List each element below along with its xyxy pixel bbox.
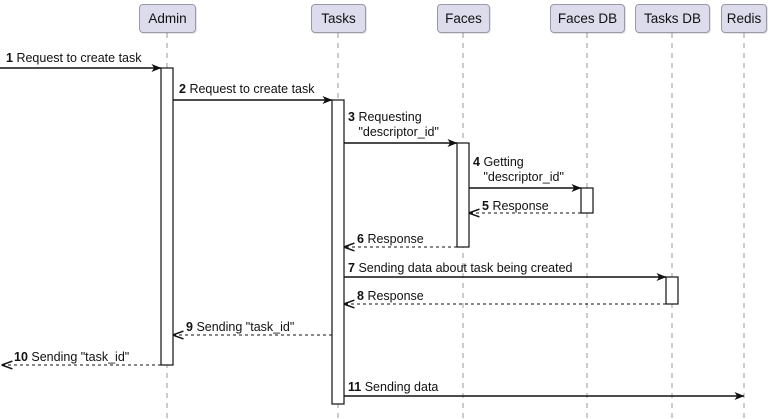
message-label-10: 10 Sending "task_id"	[14, 350, 129, 364]
participant-admin[interactable]: Admin	[139, 4, 196, 33]
message-sequence-number: 3	[348, 110, 355, 124]
message-text: Request to create task	[189, 82, 315, 96]
message-text: Request to create task	[16, 51, 142, 65]
message-text-line: Requesting	[358, 110, 422, 124]
message-arrows-group	[0, 64, 745, 400]
participant-faces_db[interactable]: Faces DB	[550, 4, 625, 33]
message-label-2: 2 Request to create task	[179, 82, 315, 96]
message-text-line: Getting	[483, 155, 524, 169]
participant-tasks[interactable]: Tasks	[311, 4, 366, 33]
message-label-6: 6 Response	[357, 232, 424, 246]
participant-label: Faces	[445, 10, 482, 26]
message-text: Getting"descriptor_id"	[483, 155, 563, 185]
message-sequence-number: 5	[482, 199, 489, 213]
activation-bar-faces	[456, 142, 470, 248]
message-sequence-number: 8	[357, 289, 364, 303]
activation-bar-faces_db	[580, 187, 594, 214]
participant-label: Redis	[726, 10, 762, 26]
activation-bar-tasks_db	[665, 276, 679, 305]
message-label-8: 8 Response	[357, 289, 424, 303]
message-sequence-number: 4	[473, 155, 480, 169]
message-sequence-number: 11	[348, 380, 362, 394]
participant-faces[interactable]: Faces	[437, 4, 490, 33]
message-sequence-number: 6	[357, 232, 364, 246]
message-text: Sending data about task being created	[358, 261, 573, 275]
message-sequence-number: 1	[6, 51, 13, 65]
message-text: Sending "task_id"	[31, 350, 130, 364]
activation-bar-admin	[160, 67, 174, 366]
message-sequence-number: 2	[179, 82, 186, 96]
message-label-1: 1 Request to create task	[6, 51, 142, 65]
message-label-5: 5 Response	[482, 199, 549, 213]
message-sequence-number: 9	[186, 320, 193, 334]
message-label-11: 11 Sending data	[348, 380, 438, 394]
message-text-line: "descriptor_id"	[358, 125, 439, 139]
participant-label: Admin	[148, 10, 187, 26]
message-label-7: 7 Sending data about task being created	[348, 261, 573, 275]
message-text: Response	[367, 232, 424, 246]
activation-bar-tasks	[331, 99, 345, 405]
message-label-3: 3 Requesting"descriptor_id"	[348, 110, 439, 140]
message-sequence-number: 10	[14, 350, 28, 364]
participant-label: Faces DB	[557, 10, 618, 26]
participant-label: Tasks	[321, 10, 356, 26]
activation-bars-group	[160, 67, 679, 405]
message-text: Sending "task_id"	[196, 320, 295, 334]
participant-tasks_db[interactable]: Tasks DB	[635, 4, 710, 33]
message-text: Sending data	[364, 380, 439, 394]
participant-label: Tasks DB	[643, 10, 701, 26]
message-text: Requesting"descriptor_id"	[358, 110, 438, 140]
message-label-4: 4 Getting"descriptor_id"	[473, 155, 564, 185]
message-text: Response	[367, 289, 424, 303]
participant-redis[interactable]: Redis	[721, 4, 767, 33]
message-sequence-number: 7	[348, 261, 355, 275]
message-text: Response	[492, 199, 549, 213]
message-text-line: "descriptor_id"	[483, 170, 564, 184]
message-label-9: 9 Sending "task_id"	[186, 320, 294, 334]
